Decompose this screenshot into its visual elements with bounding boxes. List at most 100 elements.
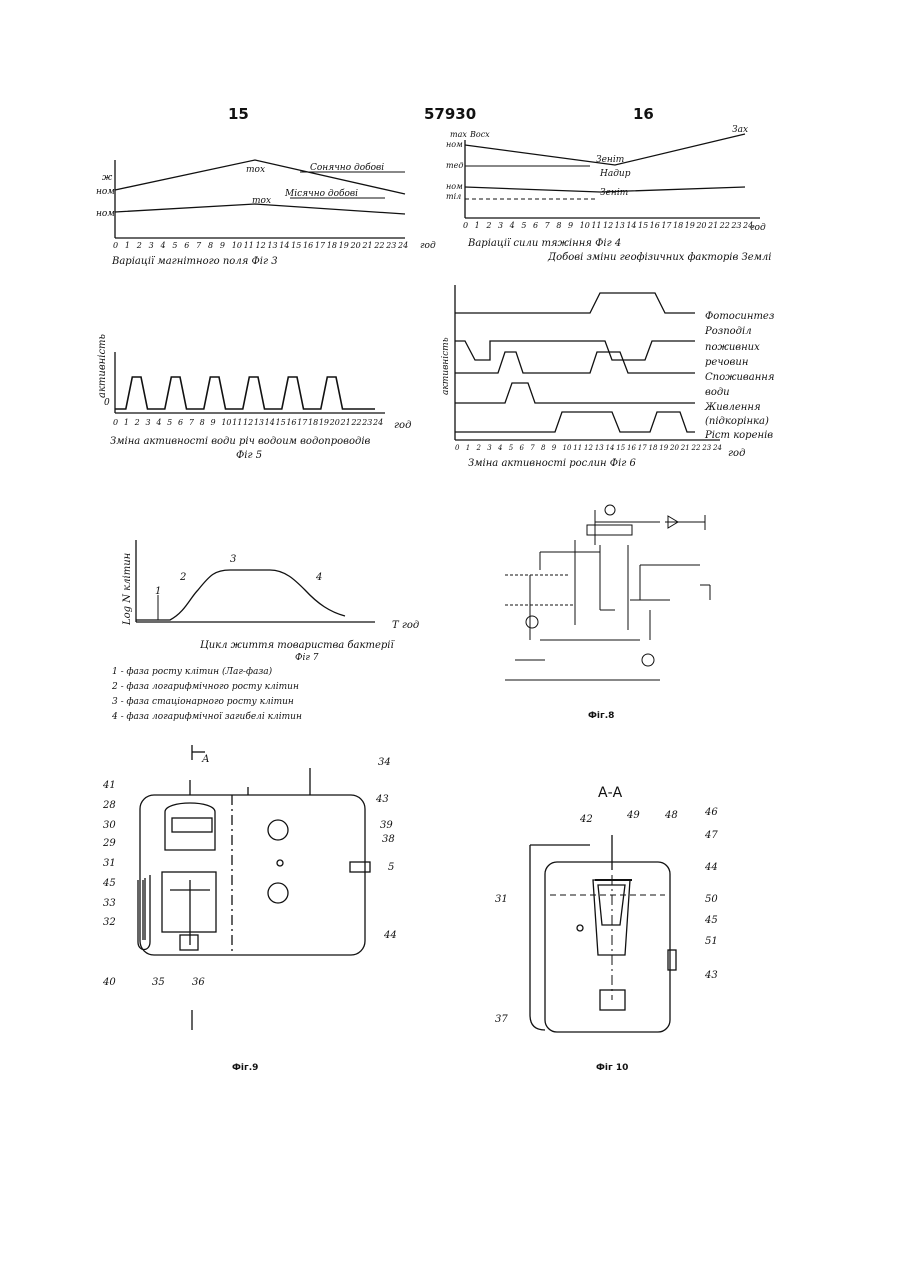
fig4-tick-3: 3 — [498, 221, 503, 230]
fig5-tick-18: 18 — [308, 418, 318, 427]
fig3-tick-14: 14 — [279, 241, 289, 250]
fig10-num-47: 47 — [704, 830, 718, 841]
fig10-num-51: 51 — [705, 936, 718, 947]
figure-4: тах Восх ном тед ном тіл Зах Зеніт Надир… — [446, 125, 771, 263]
fig4-tick-2: 2 — [485, 221, 491, 230]
fig9-housing — [140, 795, 365, 955]
fig3-tick-19: 19 — [339, 241, 349, 250]
fig7-caption: Цикл життя товариства бактерії — [200, 640, 395, 651]
fig5-tick-9: 9 — [211, 418, 216, 427]
fig3-x-unit: год — [420, 241, 436, 251]
fig8-block-1 — [587, 525, 632, 535]
fig10-num-44: 44 — [704, 862, 718, 873]
fig6-label-7: Живлення — [704, 402, 761, 413]
fig10-num-43: 43 — [704, 970, 718, 981]
fig3-tick-11: 11 — [244, 241, 254, 250]
fig3-tick-0: 0 — [113, 241, 118, 250]
fig7-phase-1: 1 — [155, 586, 161, 597]
fig9-num-45: 45 — [102, 878, 116, 889]
fig9-port-43 — [268, 820, 288, 840]
fig9-num-5: 5 — [388, 862, 394, 873]
fig6-tick-13: 13 — [595, 444, 604, 452]
fig5-tick-15: 15 — [276, 418, 286, 427]
fig6-tick-12: 12 — [584, 444, 593, 452]
fig6-x-unit: год — [728, 448, 745, 459]
fig9-num-35: 35 — [152, 977, 165, 988]
fig4-tick-10: 10 — [580, 221, 590, 230]
fig6-tick-19: 19 — [659, 444, 668, 452]
fig3-solar-label: Сонячно добові — [310, 162, 384, 173]
fig10-num-49: 49 — [626, 810, 640, 821]
fig9-num-30: 30 — [103, 820, 116, 831]
fig5-tick-10: 10 — [221, 418, 231, 427]
fig9-caption: Фіг.9 — [232, 1062, 258, 1073]
fig3-tick-18: 18 — [327, 241, 337, 250]
fig10-num-46: 46 — [704, 807, 718, 818]
fig4-tick-14: 14 — [626, 221, 636, 230]
fig10-port-31 — [577, 925, 583, 931]
fig3-tick-2: 2 — [136, 241, 142, 250]
fig9-num-40: 40 — [102, 977, 116, 988]
fig6-tick-1: 1 — [466, 444, 470, 452]
fig9-num-29: 29 — [102, 838, 116, 849]
fig5-tick-7: 7 — [189, 418, 195, 427]
figure-5: 0 активність год Зміна активності води р… — [97, 334, 411, 461]
fig6-tick-20: 20 — [669, 444, 679, 452]
fig9-center-hole — [277, 860, 283, 866]
fig7-growth-curve — [136, 570, 345, 620]
fig5-tick-16: 16 — [286, 418, 296, 427]
fig7-phase-4: 4 — [315, 572, 322, 583]
fig4-tick-1: 1 — [475, 221, 480, 230]
fig5-fig-label: Фіг 5 — [236, 450, 262, 461]
fig3-y-label-3: ном — [96, 209, 115, 219]
fig6-photosynthesis-line — [455, 293, 695, 313]
fig3-tick-20: 20 — [350, 241, 361, 250]
fig6-tick-14: 14 — [606, 444, 615, 452]
fig3-tick-10: 10 — [232, 241, 242, 250]
fig8-caption: Фіг.8 — [588, 710, 614, 721]
fig10-title: А-А — [598, 785, 623, 801]
fig6-label-1: Фотосинтез — [705, 311, 774, 322]
fig9-num-44: 44 — [383, 930, 397, 941]
fig4-tick-8: 8 — [556, 221, 561, 230]
fig7-fig-label: Фіг 7 — [295, 653, 319, 663]
fig4-tick-11: 11 — [591, 221, 601, 230]
fig5-tick-4: 4 — [155, 418, 161, 427]
fig3-tick-3: 3 — [149, 241, 154, 250]
fig7-legend-2: 2 - фаза логарифмічного росту клітин — [111, 682, 299, 692]
fig6-tick-10: 10 — [563, 444, 572, 452]
fig6-label-6: води — [705, 387, 730, 398]
fig10-num-45: 45 — [704, 915, 718, 926]
fig3-tick-23: 23 — [385, 241, 396, 250]
figure-8-schematic: Фіг.8 — [505, 505, 710, 721]
fig3-tick-17: 17 — [315, 241, 326, 250]
fig4-y-label-3: ном — [446, 140, 463, 149]
fig4-tick-13: 13 — [615, 221, 625, 230]
fig5-tick-8: 8 — [200, 418, 205, 427]
figure-7: Log N клітин 1 2 3 4 Т год Цикл життя то… — [111, 540, 419, 722]
fig6-feeding-line — [455, 383, 695, 403]
fig5-ylabel: активність — [97, 334, 108, 398]
fig6-label-3: поживних — [705, 342, 760, 353]
fig4-tick-16: 16 — [650, 221, 660, 230]
fig6-tick-9: 9 — [552, 444, 557, 452]
fig5-tick-6: 6 — [178, 418, 183, 427]
fig8-pump-1 — [526, 616, 538, 628]
fig9-num-39: 39 — [380, 820, 393, 831]
fig3-tick-15: 15 — [291, 241, 301, 250]
fig3-tick-12: 12 — [256, 241, 266, 250]
fig6-label-4: речовин — [705, 357, 748, 368]
fig5-tick-20: 20 — [329, 418, 340, 427]
fig9-lower-chamber — [162, 872, 216, 932]
fig4-tick-5: 5 — [521, 221, 526, 230]
fig6-tick-0: 0 — [455, 444, 460, 452]
fig5-caption: Зміна активності води річ водоим водопро… — [110, 436, 371, 447]
fig4-y-label-4: тед — [446, 161, 463, 170]
fig5-tick-13: 13 — [254, 418, 264, 427]
fig6-ylabel: активність — [441, 337, 451, 395]
fig4-nadir: Надир — [599, 169, 631, 179]
fig4-y-label-6: тіл — [446, 192, 461, 201]
fig5-tick-23: 23 — [361, 418, 372, 427]
fig6-tick-23: 23 — [701, 444, 711, 452]
